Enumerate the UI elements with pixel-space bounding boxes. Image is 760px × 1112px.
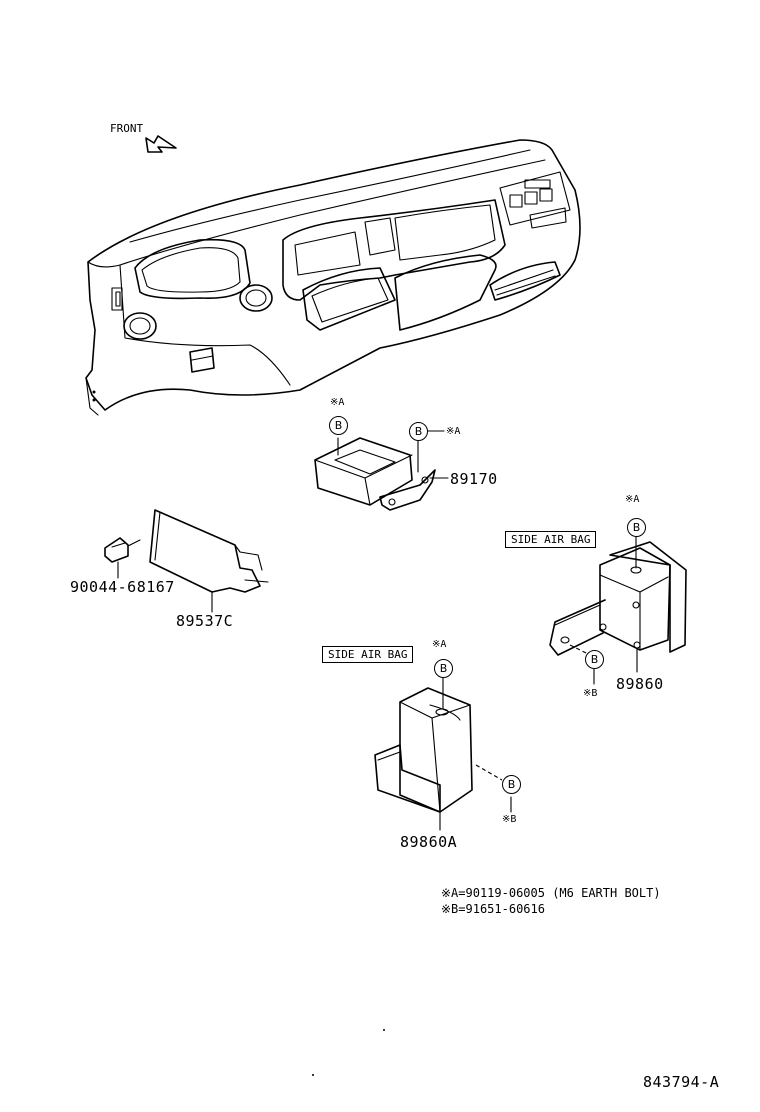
bolt-b-circle: B xyxy=(502,775,521,794)
part-number-89170: 89170 xyxy=(450,470,498,488)
marker-a: ※A xyxy=(432,639,447,650)
sensor-89170-illustration xyxy=(314,430,449,511)
part-number-89860: 89860 xyxy=(616,675,664,693)
marker-b: ※B xyxy=(502,814,517,825)
side-air-bag-callout: SIDE AIR BAG xyxy=(505,531,597,548)
part-number-89860A: 89860A xyxy=(400,833,458,851)
bolt-b-circle: B xyxy=(585,650,604,669)
front-arrow-icon xyxy=(145,135,177,153)
bolt-b-circle: B xyxy=(627,518,646,537)
diagram-id: 843794-A xyxy=(643,1073,720,1091)
marker-a: ※A xyxy=(625,494,640,505)
bolt-b-circle: B xyxy=(434,659,453,678)
bracket-89537C-illustration xyxy=(104,509,269,613)
part-number-89537C: 89537C xyxy=(176,612,234,630)
marker-a: ※A xyxy=(330,397,345,408)
marker-a: ※A xyxy=(446,426,461,437)
marker-b: ※B xyxy=(583,688,598,699)
front-label: FRONT xyxy=(110,122,144,135)
bolt-b-circle: B xyxy=(329,416,348,435)
note-b: ※B=91651-60616 xyxy=(441,902,545,916)
bolt-b-circle: B xyxy=(409,422,428,441)
dashboard-illustration xyxy=(85,139,581,416)
note-a: ※A=90119-06005 (M6 EARTH BOLT) xyxy=(441,886,661,900)
part-number-90044-68167: 90044-68167 xyxy=(70,578,175,596)
side-sensor-89860A-illustration xyxy=(374,675,512,831)
side-air-bag-callout: SIDE AIR BAG xyxy=(322,646,414,663)
side-sensor-89860-illustration xyxy=(549,535,687,685)
